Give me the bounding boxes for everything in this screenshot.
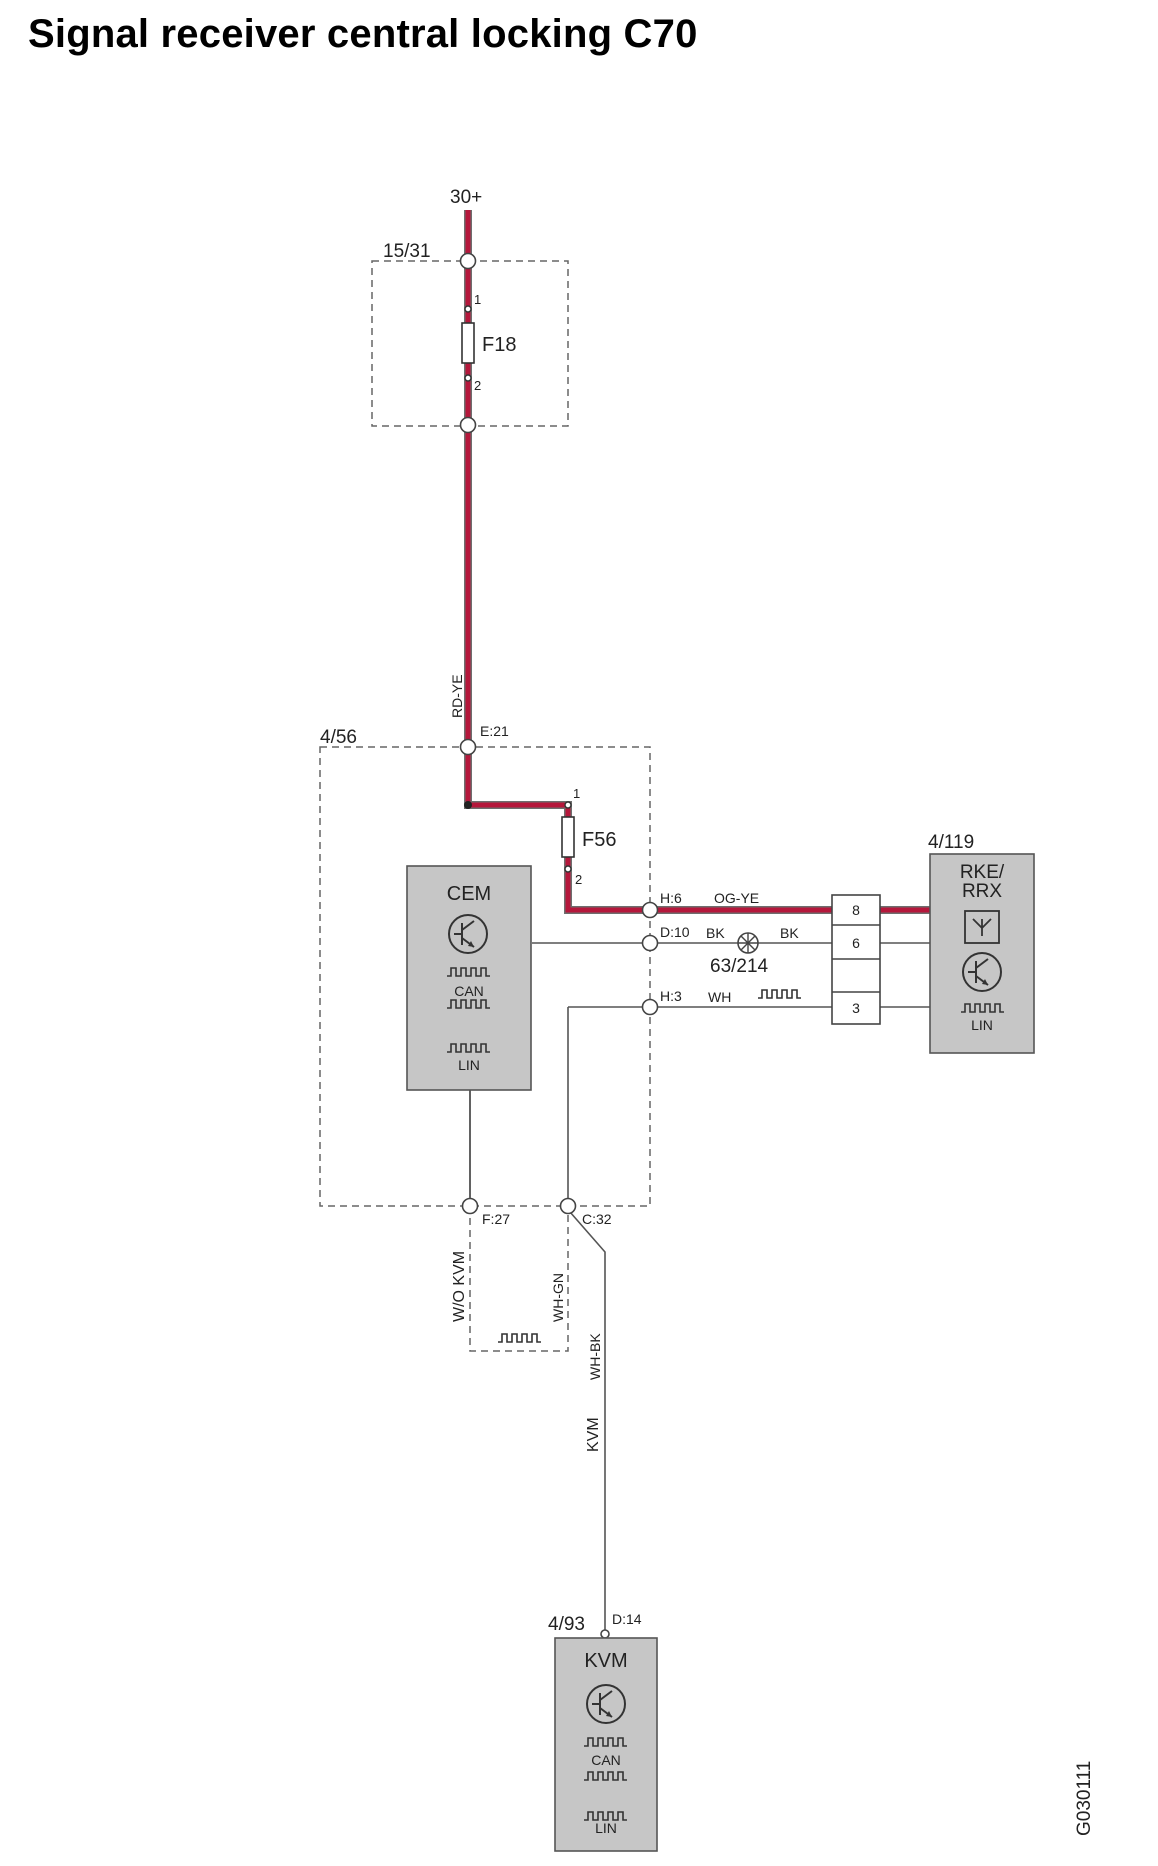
label-f56-pin1: 1 [573,786,580,801]
junction-dot [464,801,472,809]
label-pin-c32: C:32 [582,1211,612,1227]
square-wave-icon [757,989,802,999]
label-pin-h6: H:6 [660,890,682,906]
label-pin-h3: H:3 [660,988,682,1004]
pin-e21 [459,738,477,756]
pin-f27 [461,1197,479,1215]
label-rke-name-line1: RKE/ [960,862,1005,883]
cem-box-4-56 [319,746,651,1207]
ground-icon [737,932,759,954]
label-wire-kvm: KVM [585,1417,602,1452]
label-wire-bk-right: BK [780,925,799,941]
label-connector-pin-8: 8 [852,902,860,918]
fuse-f18 [461,322,475,364]
cem-module [406,865,532,1198]
label-connector-pin-3: 3 [852,1000,860,1016]
label-pin-d14: D:14 [612,1611,642,1627]
fuse-f56 [561,816,575,858]
pin-15-31-out [459,416,477,434]
label-fuse-f18: F18 [482,334,516,356]
label-cem-can: CAN [454,983,484,999]
label-rke-name-line2: RRX [962,881,1002,902]
label-kvm-lin: LIN [595,1820,617,1836]
label-figure-code: G030111 [1074,1761,1095,1836]
label-wire-wo-kvm: W/O KVM [451,1251,468,1322]
label-connector-pin-6: 6 [852,935,860,951]
label-wire-og-ye: OG-YE [714,890,759,906]
label-wire-wh-bk: WH-BK [587,1333,603,1380]
label-supply: 30+ [450,187,482,208]
label-pin-e21: E:21 [480,723,509,739]
power-wire-rd-ye [464,210,930,914]
label-kvm-can: CAN [591,1752,621,1768]
pin-d10 [641,934,659,952]
label-cem-box: 4/56 [320,727,357,748]
label-rke-lin: LIN [971,1017,993,1033]
label-kvm-name: KVM [584,1650,627,1672]
label-wire-wh: WH [708,989,731,1005]
pin-h6 [641,901,659,919]
inline-connector [831,894,881,1025]
kvm-module [554,1637,658,1852]
wo-kvm-box [469,1206,569,1352]
label-kvm-ref: 4/93 [548,1614,585,1635]
label-pin-f27: F:27 [482,1211,510,1227]
rke-rrx-module [929,853,1035,1054]
pin-c32 [559,1197,577,1215]
thin-wires [469,942,930,1630]
page-title: Signal receiver central locking C70 [28,12,698,56]
label-ground-ref: 63/214 [710,956,769,977]
label-wire-wh-gn: WH-GN [550,1273,566,1322]
label-rke-ref: 4/119 [928,832,974,853]
label-f18-pin1: 1 [474,292,481,307]
pin-15-31-in [459,252,477,270]
label-f56-pin2: 2 [575,872,582,887]
label-wire-rd-ye: RD-YE [449,674,465,718]
label-pin-d10: D:10 [660,924,690,940]
antenna-icon [964,910,1000,944]
pin-d14 [600,1629,610,1639]
label-wire-bk-left: BK [706,925,725,941]
label-fusebox-15-31: 15/31 [383,241,431,262]
label-fuse-f56: F56 [582,829,616,851]
label-cem-name: CEM [447,883,491,905]
square-wave-icon [497,1333,542,1343]
label-f18-pin2: 2 [474,378,481,393]
pin-h3 [641,998,659,1016]
label-cem-lin: LIN [458,1057,480,1073]
